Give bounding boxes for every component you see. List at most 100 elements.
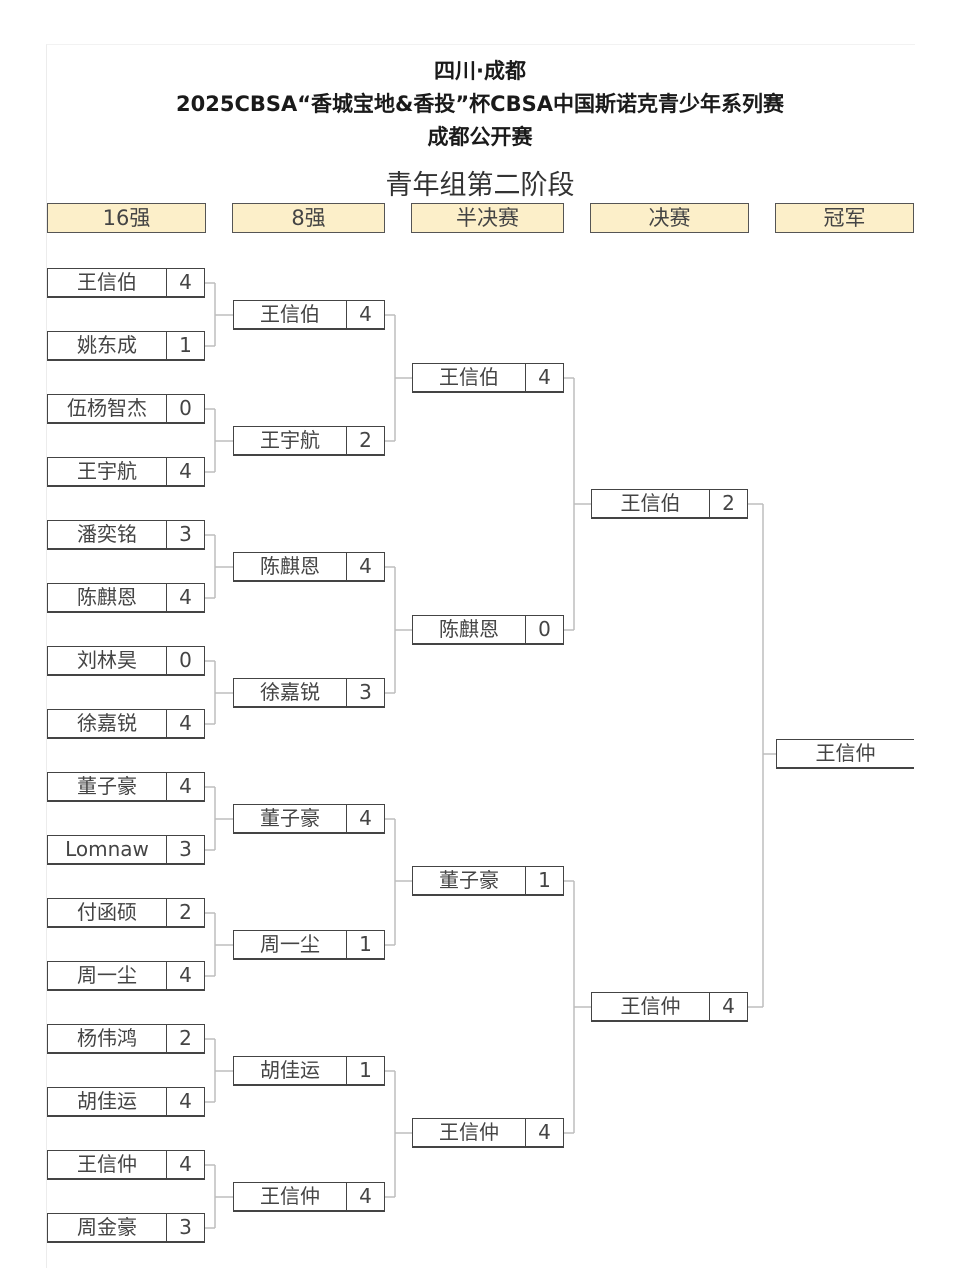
player-score: 4 (166, 710, 204, 737)
round16-entry: 陈麒恩 4 (47, 583, 205, 613)
player-name: 王信伯 (439, 365, 499, 389)
round16-entry: 周一尘 4 (47, 961, 205, 991)
player-name: 付函硕 (77, 900, 137, 924)
player-name: 王信仲 (439, 1120, 499, 1144)
player-name: 王宇航 (260, 428, 320, 452)
round16-entry: 徐嘉锐 4 (47, 709, 205, 739)
semifinal-entry: 王信伯 4 (412, 363, 564, 393)
player-score: 3 (346, 679, 384, 706)
round16-entry: 董子豪 4 (47, 772, 205, 802)
player-name: 陈麒恩 (260, 554, 320, 578)
semifinal-entry: 王信仲 4 (412, 1118, 564, 1148)
player-name: 董子豪 (439, 868, 499, 892)
round8-entry: 胡佳运 1 (233, 1056, 385, 1086)
round16-entry: Lomnaw 3 (47, 835, 205, 865)
player-name: 刘林昊 (77, 648, 137, 672)
stage-title: 青年组第二阶段 (385, 170, 575, 201)
round8-entry: 陈麒恩 4 (233, 552, 385, 582)
player-score: 0 (166, 395, 204, 422)
player-score: 1 (346, 1057, 384, 1084)
player-name: 徐嘉锐 (77, 711, 137, 735)
champion-name: 王信仲 (815, 741, 876, 765)
player-name: 周一尘 (77, 963, 137, 987)
player-name: 王信仲 (260, 1184, 320, 1208)
player-name: 王宇航 (77, 459, 137, 483)
round-header-final: 决赛 (590, 203, 749, 233)
round8-entry: 王宇航 2 (233, 426, 385, 456)
player-score: 2 (166, 899, 204, 926)
round8-entry: 周一尘 1 (233, 930, 385, 960)
player-score: 4 (166, 773, 204, 800)
player-score: 1 (346, 931, 384, 958)
player-name: 陈麒恩 (439, 617, 499, 641)
champion-box: 王信仲 (776, 739, 914, 769)
round16-entry: 伍杨智杰 0 (47, 394, 205, 424)
round16-entry: 刘林昊 0 (47, 646, 205, 676)
round16-entry: 王信伯 4 (47, 268, 205, 298)
player-name: 王信伯 (77, 270, 137, 294)
player-name: 徐嘉锐 (260, 680, 320, 704)
player-name: 伍杨智杰 (67, 396, 147, 420)
player-name: 杨伟鸿 (77, 1026, 137, 1050)
player-score: 2 (346, 427, 384, 454)
title-event: 成都公开赛 (427, 125, 533, 149)
player-score: 4 (166, 269, 204, 296)
player-name: 胡佳运 (77, 1089, 137, 1113)
round8-entry: 徐嘉锐 3 (233, 678, 385, 708)
player-score: 4 (525, 1119, 563, 1146)
round16-entry: 王信仲 4 (47, 1150, 205, 1180)
player-name: 王信仲 (77, 1152, 137, 1176)
round8-entry: 董子豪 4 (233, 804, 385, 834)
round16-entry: 付函硕 2 (47, 898, 205, 928)
player-score: 3 (166, 1214, 204, 1241)
player-score: 4 (166, 962, 204, 989)
player-score: 4 (166, 1088, 204, 1115)
player-score: 0 (525, 616, 563, 643)
player-score: 4 (346, 805, 384, 832)
round-header-8: 8强 (232, 203, 385, 233)
player-score: 4 (166, 458, 204, 485)
final-entry: 王信伯 2 (591, 489, 748, 519)
player-name: 董子豪 (77, 774, 137, 798)
player-name: 胡佳运 (260, 1058, 320, 1082)
player-name: 周一尘 (260, 932, 320, 956)
player-score: 2 (166, 1025, 204, 1052)
player-name: Lomnaw (65, 837, 149, 861)
player-score: 0 (166, 647, 204, 674)
semifinal-entry: 陈麒恩 0 (412, 615, 564, 645)
player-name: 陈麒恩 (77, 585, 137, 609)
round16-entry: 胡佳运 4 (47, 1087, 205, 1117)
player-score: 1 (166, 332, 204, 359)
round16-entry: 杨伟鸿 2 (47, 1024, 205, 1054)
player-score: 4 (709, 993, 747, 1020)
player-name: 王信伯 (620, 491, 681, 515)
player-name: 王信伯 (260, 302, 320, 326)
final-entry: 王信仲 4 (591, 992, 748, 1022)
bracket-sheet (46, 44, 915, 1268)
player-score: 4 (166, 1151, 204, 1178)
player-name: 董子豪 (260, 806, 320, 830)
player-score: 3 (166, 836, 204, 863)
round16-entry: 周金豪 3 (47, 1213, 205, 1243)
title-tournament: 2025CBSA“香城宝地&香投”杯CBSA中国斯诺克青少年系列赛 (176, 92, 784, 116)
title-location: 四川·成都 (434, 59, 526, 83)
player-score: 4 (346, 301, 384, 328)
player-score: 4 (346, 553, 384, 580)
round-header-semifinal: 半决赛 (411, 203, 564, 233)
round16-entry: 王宇航 4 (47, 457, 205, 487)
round8-entry: 王信仲 4 (233, 1182, 385, 1212)
player-score: 2 (709, 490, 747, 517)
round-header-16: 16强 (47, 203, 206, 233)
round8-entry: 王信伯 4 (233, 300, 385, 330)
player-name: 潘奕铭 (77, 522, 137, 546)
player-score: 4 (525, 364, 563, 391)
player-score: 4 (166, 584, 204, 611)
player-score: 4 (346, 1183, 384, 1210)
player-name: 周金豪 (77, 1215, 137, 1239)
round-header-champion: 冠军 (775, 203, 914, 233)
player-name: 王信仲 (620, 994, 681, 1018)
